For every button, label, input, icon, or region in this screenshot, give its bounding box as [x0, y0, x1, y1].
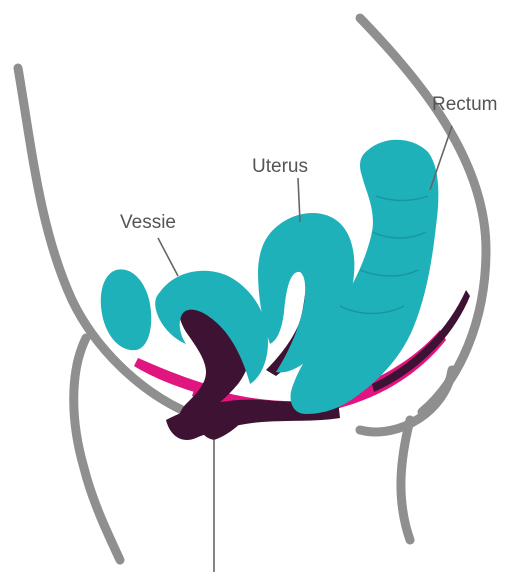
labels: Rectum Uterus Vessie — [120, 94, 497, 233]
label-rectum: Rectum — [432, 94, 497, 115]
pubic-bone-shape — [101, 269, 151, 350]
label-uterus: Uterus — [252, 156, 308, 177]
outline-front-thigh — [74, 338, 120, 560]
outline-back-thigh — [401, 420, 410, 540]
label-vessie: Vessie — [120, 212, 176, 233]
rectum-leader — [430, 126, 452, 190]
outline-front-abdomen — [18, 68, 182, 410]
vessie-leader — [158, 238, 178, 276]
